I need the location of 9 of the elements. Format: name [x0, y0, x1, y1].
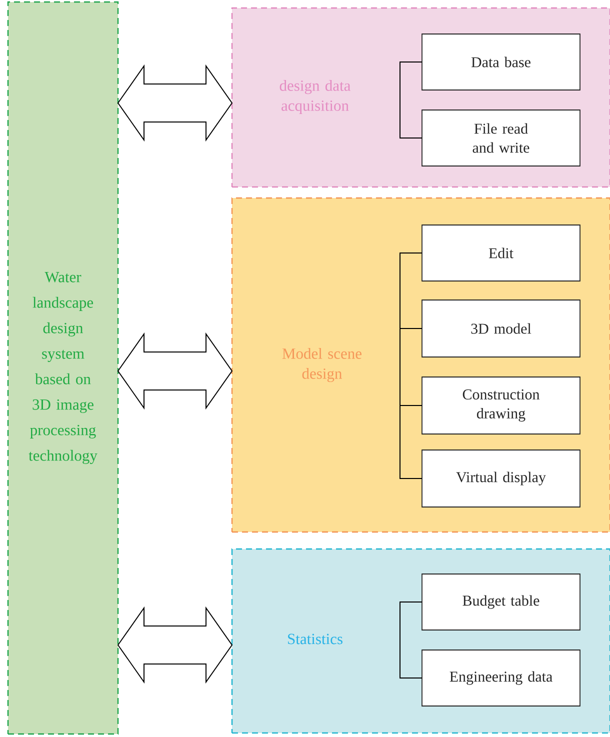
- item-box: File read and write: [422, 110, 580, 166]
- item-box: Construction drawing: [422, 376, 580, 434]
- item-box: Virtual display: [422, 450, 580, 508]
- system-box: Water landscape design system based on 3D image processing technology: [7, 1, 119, 735]
- item-box: Engineering data: [422, 650, 580, 706]
- item-box: 3D model: [422, 300, 580, 358]
- item-box: Edit: [422, 224, 580, 282]
- item-box: Data base: [422, 34, 580, 90]
- item-box: Budget table: [422, 574, 580, 630]
